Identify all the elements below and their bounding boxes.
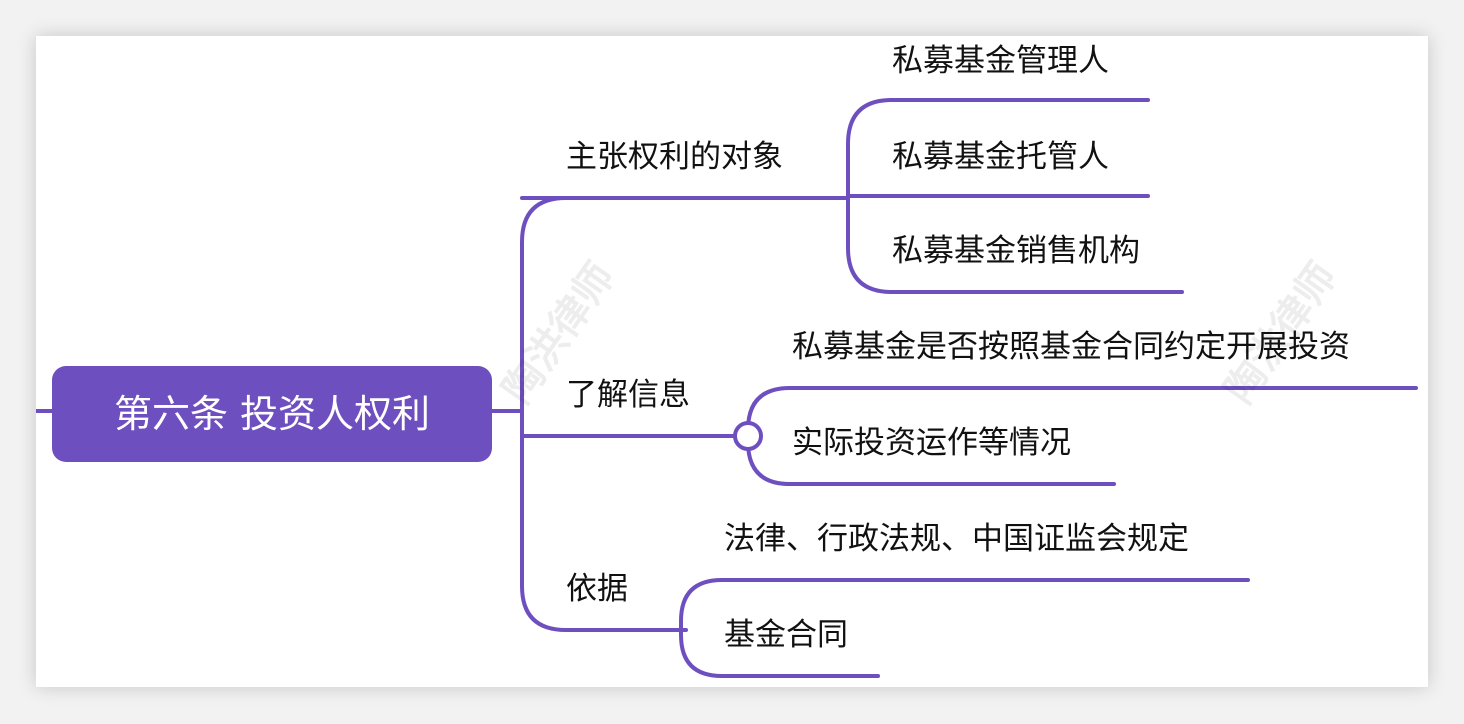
- main-trunk: [520, 196, 568, 632]
- leaf-fund-sales-agency[interactable]: 私募基金销售机构: [892, 233, 1140, 269]
- branch-3-subtrunk: [679, 578, 724, 678]
- connector-lines: [36, 98, 1418, 678]
- mindmap-canvas: 第六条 投资人权利 主张权利的对象 了解信息 依据 私募基金管理人 私募基金托管…: [36, 36, 1428, 687]
- leaf-laws-regulations[interactable]: 法律、行政法规、中国证监会规定: [724, 521, 1189, 557]
- leaf-investment-compliance[interactable]: 私募基金是否按照基金合同约定开展投资: [792, 329, 1350, 365]
- root-topic[interactable]: 第六条 投资人权利: [52, 366, 492, 462]
- branch-topic-information[interactable]: 了解信息: [566, 377, 690, 413]
- collapse-toggle-icon[interactable]: [733, 421, 763, 451]
- leaf-actual-operations[interactable]: 实际投资运作等情况: [792, 425, 1071, 461]
- branch-topic-basis[interactable]: 依据: [566, 571, 628, 607]
- branch-topic-claim-targets[interactable]: 主张权利的对象: [566, 139, 783, 175]
- leaf-fund-manager[interactable]: 私募基金管理人: [892, 43, 1109, 79]
- leaf-fund-contract[interactable]: 基金合同: [724, 617, 848, 653]
- leaf-fund-custodian[interactable]: 私募基金托管人: [892, 139, 1109, 175]
